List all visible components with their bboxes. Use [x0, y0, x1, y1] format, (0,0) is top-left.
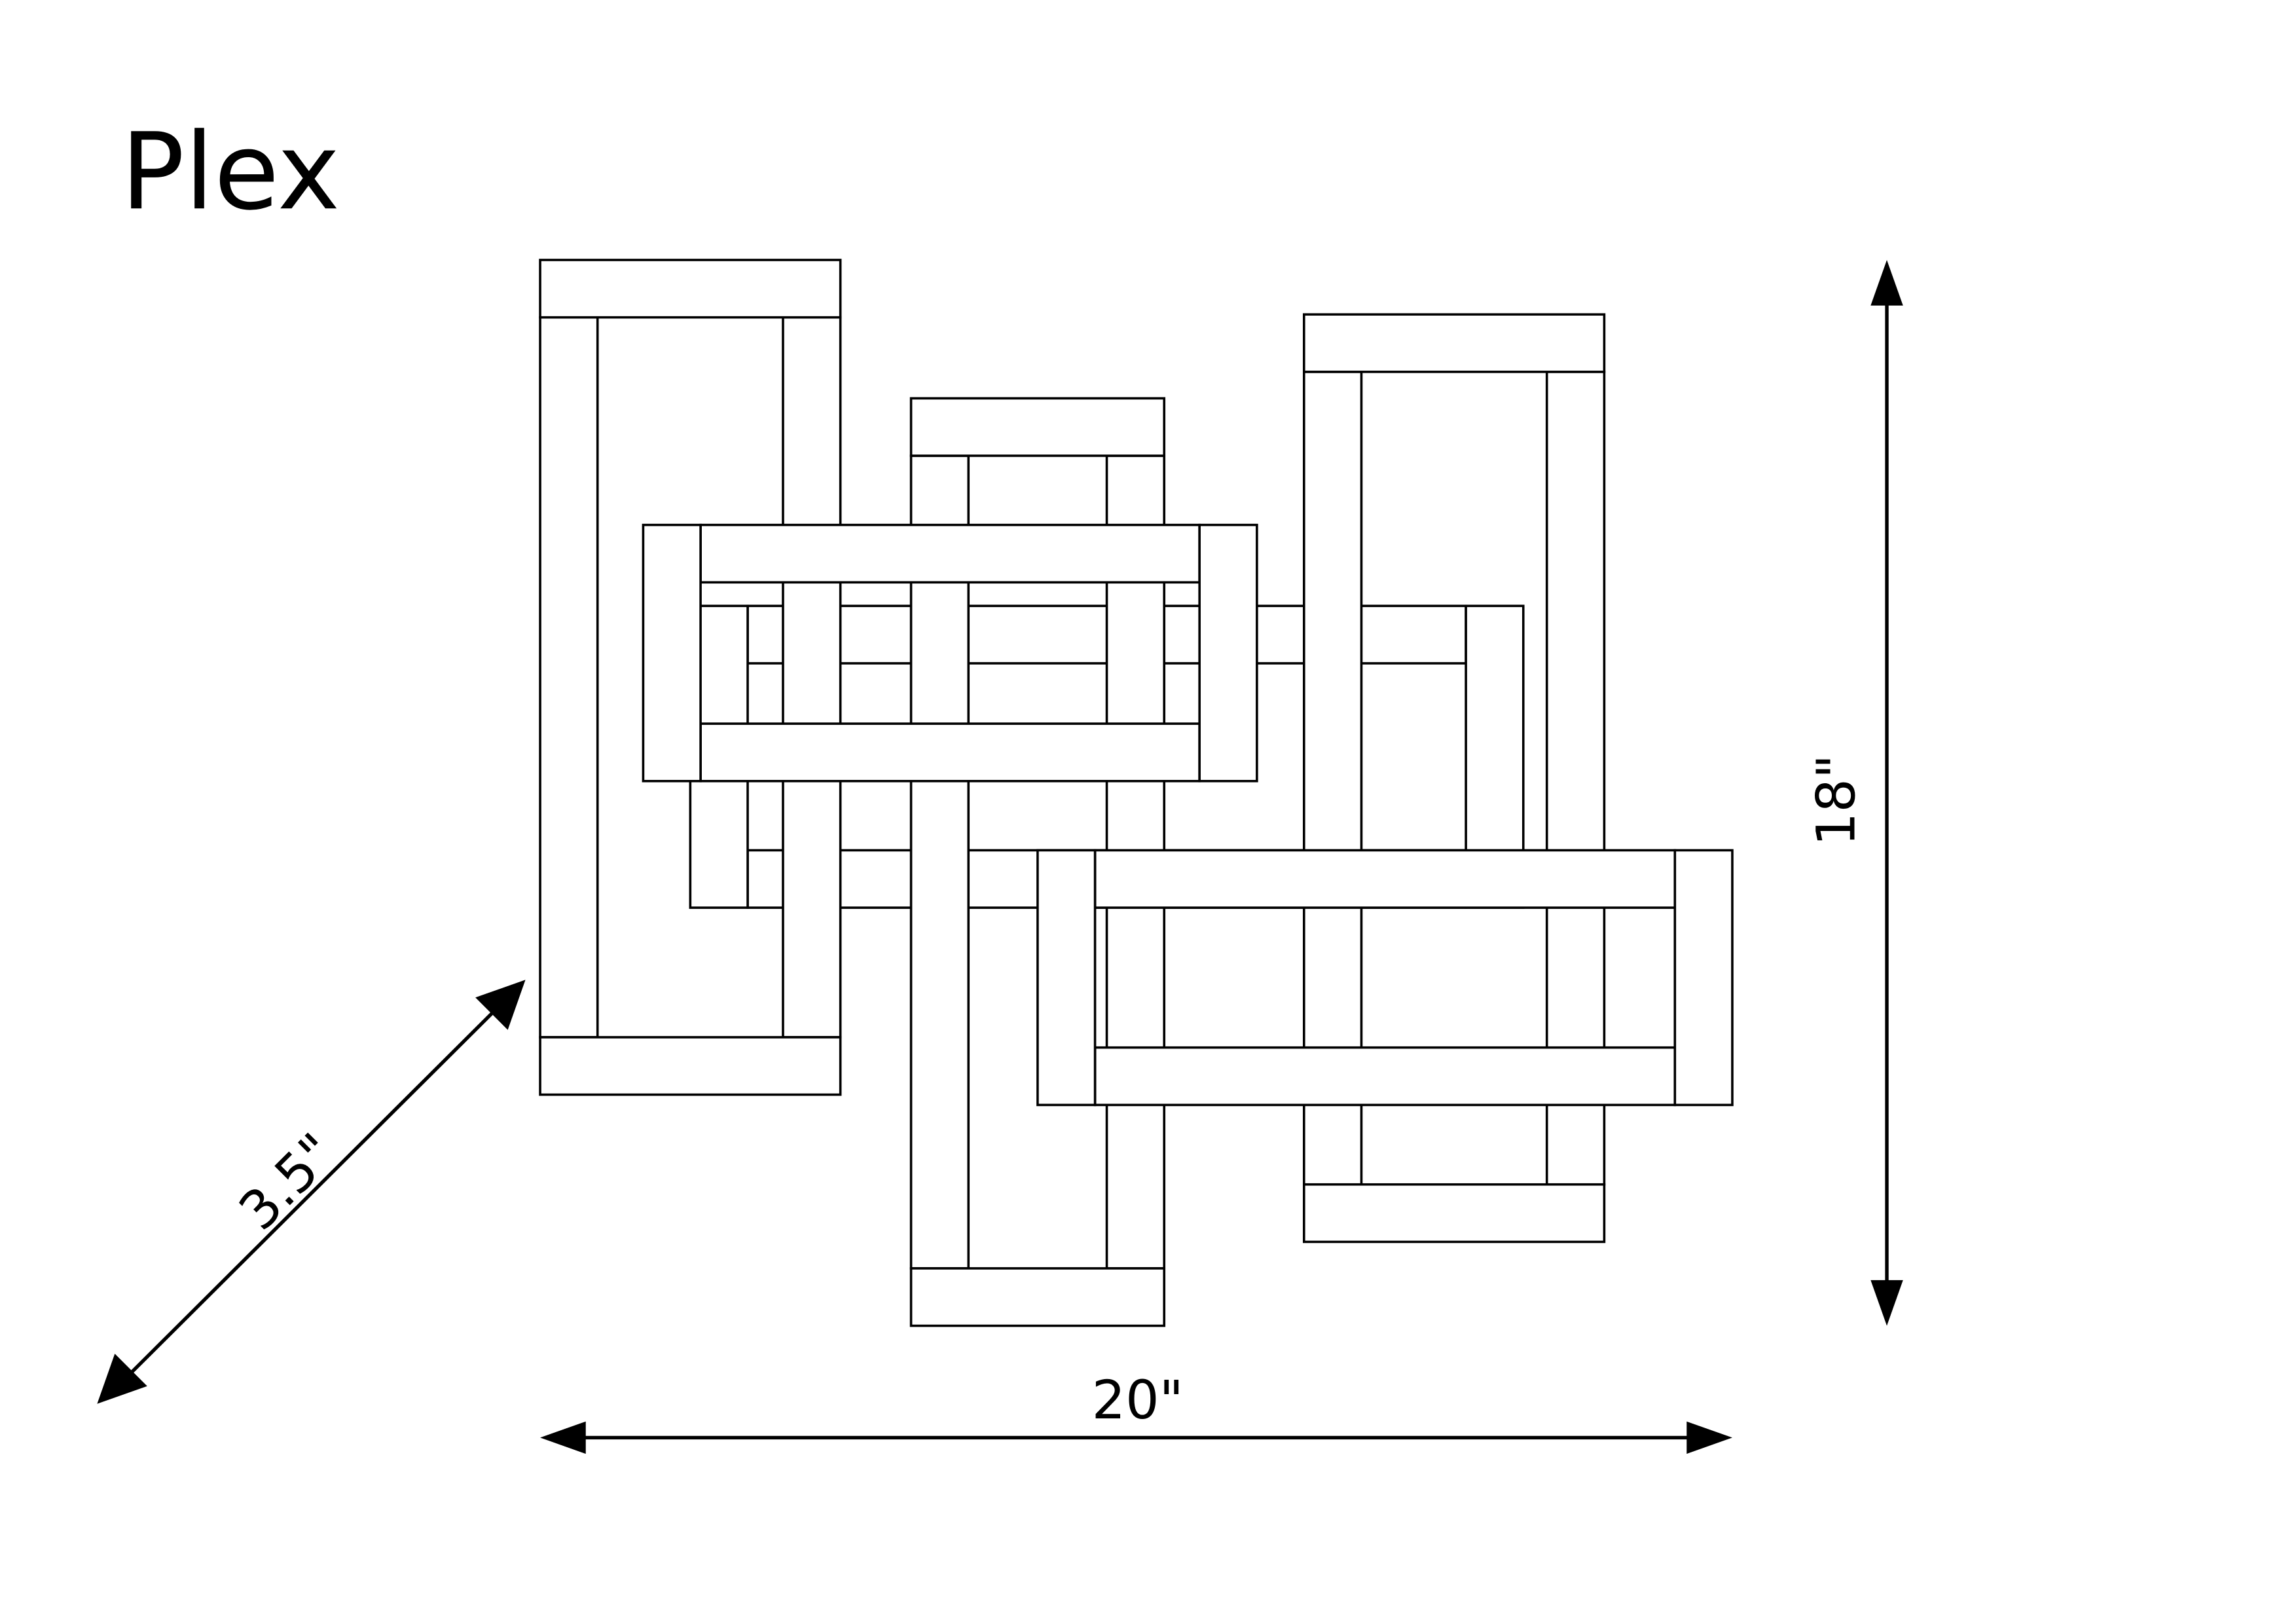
frame-top-horizontal — [642, 523, 1258, 783]
frame-end-bar — [642, 523, 702, 783]
frame-side-bar — [1093, 1046, 1677, 1107]
frame-side-bar — [782, 316, 842, 1039]
height-dimension-arrow — [1870, 259, 1903, 1326]
frame-end-bar — [1673, 849, 1734, 1107]
frame-end-bar — [1036, 849, 1097, 1107]
plex-sculpture-drawing — [539, 259, 1734, 1327]
diagram-title: Plex — [120, 111, 340, 234]
frame-end-bar — [909, 397, 1166, 457]
frame-end-bar — [1302, 313, 1606, 373]
frame-side-bar — [539, 316, 599, 1039]
frame-end-bar — [1302, 1183, 1606, 1244]
frame-end-bar — [909, 1267, 1166, 1327]
width-label: 20" — [1092, 1370, 1184, 1431]
frame-end-bar — [539, 1036, 842, 1096]
frame-end-bar — [1198, 523, 1258, 783]
depth-dimension-arrow — [97, 980, 526, 1404]
frame-left-vertical — [539, 259, 842, 1096]
frame-center-vertical — [909, 397, 1166, 1327]
frame-end-bar — [539, 259, 842, 319]
width-dimension-arrow — [540, 1421, 1732, 1454]
frame-side-bar — [699, 523, 1201, 584]
frame-side-bar — [1093, 849, 1677, 909]
depth-label: 3.5" — [228, 1122, 348, 1242]
height-label: 18" — [1806, 754, 1868, 846]
frame-bottom-horizontal — [1036, 849, 1734, 1107]
frame-side-bar — [699, 722, 1201, 783]
